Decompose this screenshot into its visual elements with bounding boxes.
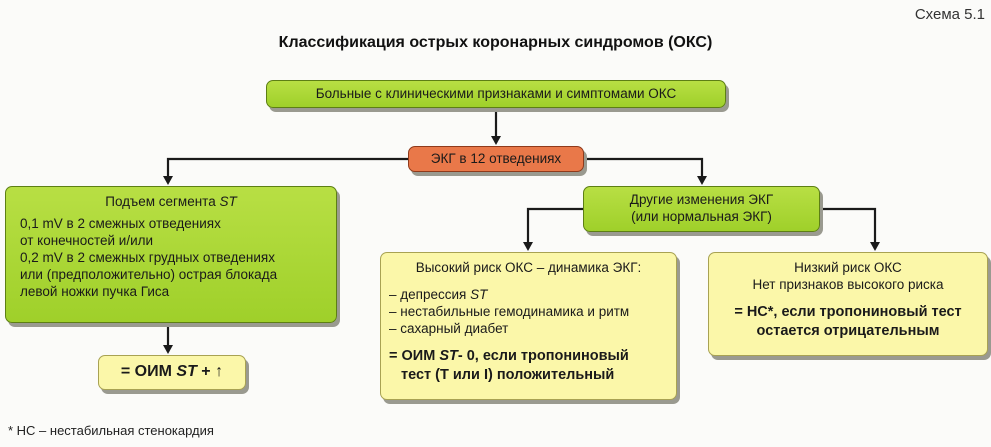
low-risk-title: Низкий риск ОКС — [794, 260, 902, 275]
high-risk-box: Высокий риск ОКС – динамика ЭКГ: – депре… — [380, 252, 677, 400]
low-risk-subtitle: Нет признаков высокого риска — [752, 277, 944, 292]
st-criterion-line: или (предположительно) острая блокада — [20, 267, 278, 282]
diagram-title: Классификация острых коронарных синдромо… — [278, 34, 713, 51]
other-ecg-changes-box: Другие изменения ЭКГ (или нормальная ЭКГ… — [583, 186, 820, 232]
low-risk-result: = НС*, если тропониновый тест остается о… — [734, 304, 962, 339]
patients-box: Больные с клиническими признаками и симп… — [266, 80, 726, 108]
st-criterion-line: от конечностей и/или — [20, 233, 154, 248]
st-elevation-title: Подъем сегмента ST — [105, 194, 237, 209]
st-criterion-line: 0,1 mV в 2 смежных отведениях — [20, 216, 221, 231]
st-elevation-box: Подъем сегмента ST 0,1 mV в 2 смежных от… — [5, 186, 337, 323]
patients-text: Больные с клиническими признаками и симп… — [315, 86, 677, 101]
other-changes-line: (или нормальная ЭКГ) — [631, 209, 772, 224]
high-risk-item: – депрессия ST — [389, 287, 488, 302]
arrow-other-to-low — [820, 207, 880, 251]
high-risk-result: = ОИМ ST- 0, если тропониновый тест (Т и… — [389, 348, 629, 383]
arrow-ecg-to-st — [163, 157, 408, 185]
ecg-box: ЭКГ в 12 отведениях — [408, 146, 584, 172]
footnote: * НС – нестабильная стенокардия — [8, 423, 214, 438]
ecg-text: ЭКГ в 12 отведениях — [430, 151, 562, 166]
high-risk-item: – нестабильные гемодинамика и ритм — [389, 304, 630, 319]
other-changes-line: Другие изменения ЭКГ — [629, 192, 774, 207]
low-risk-box: Низкий риск ОКС Нет признаков высокого р… — [708, 252, 988, 356]
scheme-label: Схема 5.1 — [914, 6, 985, 23]
arrow-ecg-to-other — [584, 157, 707, 185]
high-risk-title: Высокий риск ОКС – динамика ЭКГ: — [415, 260, 642, 275]
st-criterion-line: левой ножки пучка Гиса — [20, 284, 170, 299]
oim-st-elevation-box: = ОИМ ST + ↑ — [98, 355, 246, 390]
high-risk-item: – сахарный диабет — [389, 321, 509, 336]
st-criterion-line: 0,2 mV в 2 смежных грудных отведениях — [20, 250, 275, 265]
arrow-other-to-high — [523, 207, 583, 251]
